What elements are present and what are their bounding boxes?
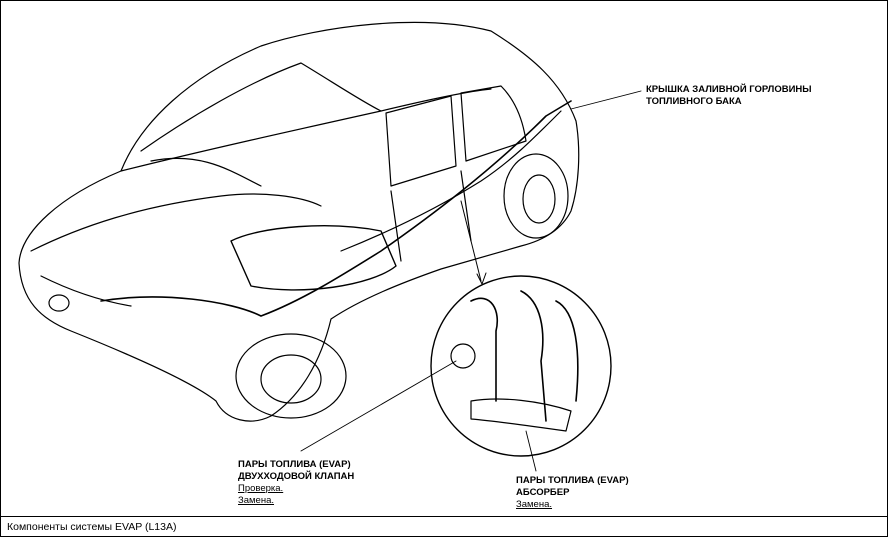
evap-line-main xyxy=(100,100,572,317)
label-canister-line1: ПАРЫ ТОПЛИВА (EVAP) xyxy=(516,475,629,486)
label-two-way-valve-line1: ПАРЫ ТОПЛИВА (EVAP) xyxy=(238,459,351,470)
inset-valve xyxy=(450,343,476,369)
side-window-rear xyxy=(460,85,527,162)
label-filler-cap-line1: КРЫШКА ЗАЛИВНОЙ ГОРЛОВИНЫ xyxy=(646,84,812,95)
headlight xyxy=(150,157,262,187)
car-illustration xyxy=(18,21,642,472)
windshield xyxy=(140,62,382,152)
rear-wheel xyxy=(503,153,569,239)
evap-line-secondary xyxy=(340,110,562,252)
door-line xyxy=(390,170,472,262)
inset-arrow xyxy=(460,200,482,282)
label-two-way-valve: ПАРЫ ТОПЛИВА (EVAP) ДВУХХОДОВОЙ КЛАПАН П… xyxy=(238,459,354,507)
link-inspection[interactable]: Проверка. xyxy=(238,483,284,494)
label-filler-cap: КРЫШКА ЗАЛИВНОЙ ГОРЛОВИНЫ ТОПЛИВНОГО БАК… xyxy=(646,84,812,108)
label-canister-line2: АБСОРБЕР xyxy=(516,487,570,498)
figure-caption: Компоненты системы EVAP (L13A) xyxy=(1,516,887,536)
label-two-way-valve-line2: ДВУХХОДОВОЙ КЛАПАН xyxy=(238,471,355,482)
leader-filler-cap xyxy=(570,90,642,110)
roof-line xyxy=(120,88,492,172)
link-replacement-canister[interactable]: Замена. xyxy=(516,499,553,510)
label-canister: ПАРЫ ТОПЛИВА (EVAP) АБСОРБЕР Замена. xyxy=(516,475,629,511)
inset-pipes xyxy=(470,290,579,422)
side-window-front xyxy=(385,95,457,187)
honda-emblem xyxy=(48,294,70,312)
fuel-tank xyxy=(230,225,397,291)
front-wheel xyxy=(235,333,347,419)
label-filler-cap-line2: ТОПЛИВНОГО БАКА xyxy=(646,96,742,107)
leader-two-way-valve xyxy=(300,360,457,452)
inset-canister xyxy=(470,398,572,432)
link-replacement-valve[interactable]: Замена. xyxy=(238,495,275,506)
car-body-outline xyxy=(18,21,580,422)
leader-canister xyxy=(525,430,537,472)
grille xyxy=(40,275,132,307)
hood-line xyxy=(30,193,322,252)
rear-wheel-hub xyxy=(522,174,556,224)
detail-inset xyxy=(430,275,612,457)
front-wheel-hub xyxy=(260,354,322,404)
